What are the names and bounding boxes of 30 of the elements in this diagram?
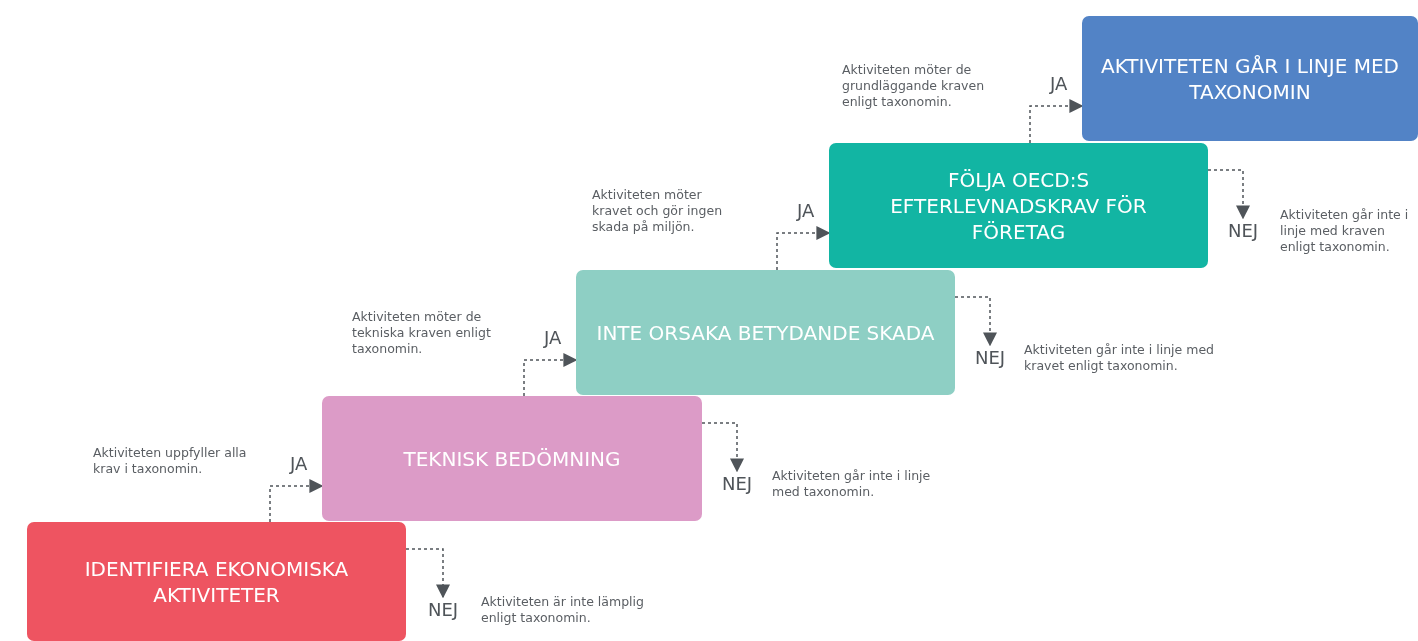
step-box: [27, 522, 406, 641]
step-box: [576, 270, 955, 395]
outcome-label: NEJ: [1227, 219, 1259, 241]
step-box: [829, 143, 1208, 268]
dotted-arrow: [776, 226, 831, 271]
outcome-description: Aktiviteten går inte i linje med kravet enligt taxonomin.: [1024, 342, 1216, 374]
step-title: INTE ORSAKA BETYDANDE SKADA: [595, 319, 936, 346]
outcome-description: Aktiviteten går inte i linje med taxonomin.: [772, 468, 932, 500]
step-box: [322, 396, 702, 521]
outcome-label: NEJ: [427, 598, 459, 620]
dotted-arrow: [1029, 99, 1084, 144]
dotted-arrow: [523, 353, 578, 397]
step-title: FÖLJA OECD:S EFTERLEVNADSKRAV FÖR FÖRETAG: [889, 166, 1148, 245]
dotted-arrow: [701, 422, 744, 473]
outcome-description: Aktiviteten är inte lämplig enligt taxonomin.: [481, 594, 645, 626]
condition-note: Aktiviteten möter kravet och gör ingen skada på miljön.: [592, 187, 724, 235]
condition-note: Aktiviteten möter de grundläggande kraven enligt taxonomin.: [842, 62, 986, 110]
condition-note: Aktiviteten möter de tekniska kraven enligt taxonomin.: [352, 309, 492, 357]
outcome-description: Aktiviteten går inte i linje med kraven enligt taxonomin.: [1280, 207, 1410, 255]
step-box: [1082, 16, 1418, 141]
outcome-label: NEJ: [721, 472, 753, 494]
dotted-arrow: [269, 479, 324, 523]
dotted-arrow: [1207, 169, 1250, 220]
step-title: IDENTIFIERA EKONOMISKA AKTIVITETER: [83, 555, 350, 608]
dotted-arrow: [954, 296, 997, 347]
step-title: AKTIVITETEN GÅR I LINJE MED TAXONOMIN: [1100, 52, 1400, 105]
outcome-label: NEJ: [974, 346, 1006, 368]
step-title: TEKNISK BEDÖMNING: [402, 445, 622, 472]
condition-note: Aktiviteten uppfyller alla krav i taxonomin.: [93, 445, 248, 477]
dotted-arrow: [405, 548, 450, 599]
